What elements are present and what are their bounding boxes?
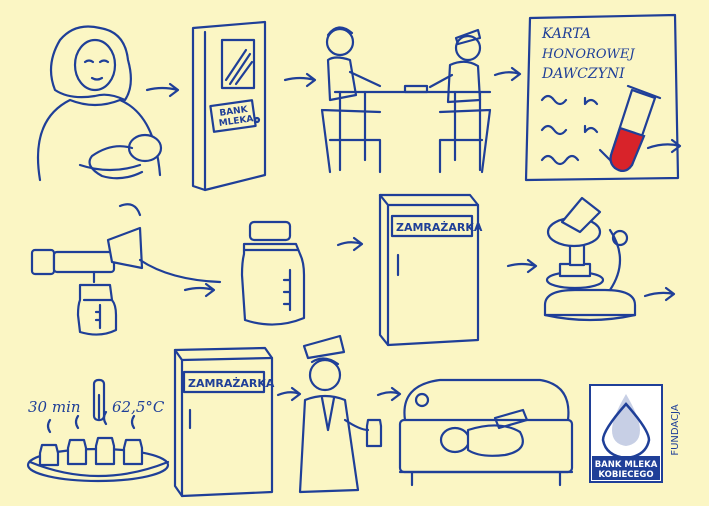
flow-arrows-row-3: [276, 386, 402, 402]
door-sign-line2: MLEKA: [218, 114, 254, 129]
flow-arrows-row-1: [145, 66, 682, 154]
incubator-with-baby-illustration: [398, 378, 574, 487]
milk-bank-door-illustration: BANK MLEKA: [191, 20, 267, 192]
interview-at-table-illustration: [320, 26, 492, 174]
pasteurizer-bottles: [38, 410, 144, 467]
nurse-illustration: [298, 334, 383, 494]
flow-arrows-row-2: [183, 236, 676, 302]
pasteurization-time: 30 min: [28, 398, 81, 416]
card-title-line1: KARTA: [541, 26, 591, 42]
mother-breastfeeding-illustration: [36, 25, 163, 182]
logo-line1: BANK MLEKA: [595, 460, 658, 470]
logo-side-text: FUNDACJA: [670, 404, 681, 455]
microscope-illustration: [543, 196, 637, 322]
pasteurization-illustration: 30 min 62,5°C: [26, 378, 170, 483]
card-title-line2: HONOROWEJ: [541, 47, 635, 62]
pasteurization-temperature: 62,5°C: [112, 398, 165, 416]
freezer2-label: ZAMRAŻARKA: [188, 376, 275, 390]
freezer-illustration-1: ZAMRAŻARKA: [378, 193, 483, 347]
breast-pump-illustration: [30, 203, 222, 336]
blood-test-tube-illustration: [598, 84, 662, 172]
fundacja-bank-mleka-logo: BANK MLEKA KOBIECEGO FUNDACJA: [589, 384, 681, 483]
card-title-line3: DAWCZYNI: [541, 66, 625, 82]
logo-line2: KOBIECEGO: [598, 470, 653, 480]
freezer-illustration-2: ZAMRAŻARKA: [173, 346, 275, 498]
freezer1-label: ZAMRAŻARKA: [396, 220, 483, 234]
door-sign-line1: BANK: [219, 105, 249, 119]
milk-bottle-illustration: [240, 220, 306, 326]
